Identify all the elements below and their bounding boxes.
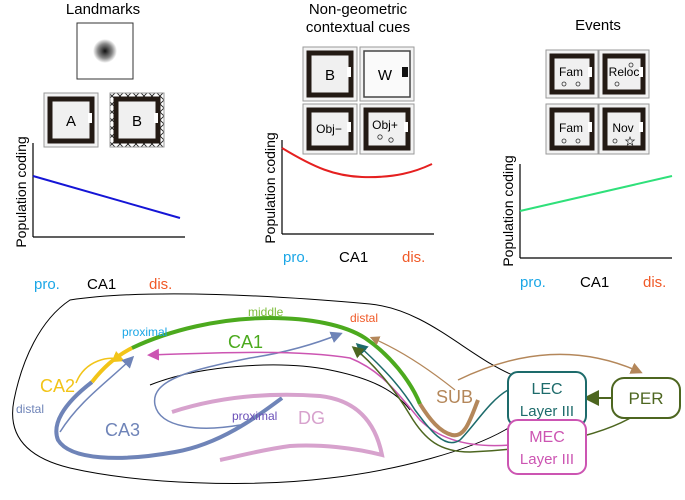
arena-b-black: B — [302, 46, 358, 102]
events-x-dis: dis. — [643, 274, 666, 291]
arena-nov: Nov — [598, 103, 650, 155]
arena-fam-2: Fam — [545, 103, 599, 155]
sub-to-ca1-arrow — [369, 336, 456, 391]
object-marker — [377, 134, 383, 140]
events-axes — [519, 164, 672, 259]
ca1-proximal-label: proximal — [122, 325, 167, 339]
arena-b: B — [109, 92, 165, 148]
contextual-x-pro: pro. — [283, 249, 309, 266]
panel-events-title: Events — [575, 17, 621, 34]
sub-to-per-arrow — [457, 353, 643, 381]
mec-label: MEC — [529, 429, 565, 446]
panel-landmarks: Landmarks A B Population coding pro. CA1… — [13, 1, 185, 293]
panel-contextual: Non-geometric contextual cues B W Obj− O… — [262, 1, 434, 266]
dg-layer — [171, 392, 385, 462]
sub-layer — [418, 399, 480, 438]
ca3-layer — [54, 380, 284, 460]
contextual-axes — [281, 140, 434, 235]
star-icon — [624, 136, 636, 146]
landmarks-axes — [32, 143, 185, 238]
arena-a-label: A — [66, 113, 76, 130]
per-to-ca1-arrow — [351, 346, 641, 453]
hippocampus-diagram: CA1 proximal middle distal CA2 distal CA… — [12, 293, 681, 484]
arena-fam-2-label: Fam — [559, 121, 583, 135]
contextual-x-dis: dis. — [402, 249, 425, 266]
panel-landmarks-title: Landmarks — [66, 1, 140, 18]
lec-label: LEC — [531, 381, 562, 398]
events-x-ca1: CA1 — [580, 274, 609, 291]
landmarks-ylabel: Population coding — [13, 136, 29, 247]
landmarks-x-pro: pro. — [34, 276, 60, 293]
arena-a: A — [43, 92, 99, 148]
dg-boundary — [149, 364, 411, 411]
lec-box: LEC Layer III — [507, 371, 587, 427]
ca3-label: CA3 — [105, 420, 140, 440]
panel-contextual-title-1: Non-geometric — [309, 1, 408, 18]
landmarks-x-ca1: CA1 — [87, 276, 116, 293]
landmarks-series-line — [32, 175, 181, 219]
lec-layer-label: Layer III — [520, 403, 574, 420]
arena-reloc-label: Reloc — [609, 65, 640, 79]
contextual-ylabel: Population coding — [262, 132, 278, 243]
arena-w-white: W — [359, 46, 415, 102]
ca3-distal-label: distal — [16, 402, 44, 416]
per-label: PER — [629, 389, 664, 408]
ca1-label: CA1 — [228, 332, 263, 352]
ca3-to-ca1-proximal-arrow — [59, 355, 135, 433]
arena-w-label: W — [378, 67, 393, 84]
arena-obj-minus-label: Obj− — [316, 122, 342, 136]
arena-reloc: Reloc — [598, 49, 650, 99]
arena-nov-label: Nov — [612, 121, 633, 135]
lec-to-ca1-arrow — [355, 342, 509, 444]
arena-obj-plus: Obj+ — [359, 103, 415, 155]
arena-obj-plus-label: Obj+ — [372, 118, 398, 132]
sub-label: SUB — [436, 387, 473, 407]
events-ylabel: Population coding — [500, 155, 516, 266]
ca2-label: CA2 — [40, 376, 75, 396]
arena-obj-minus: Obj− — [302, 103, 358, 155]
panel-events: Events Fam Reloc Fam — [500, 17, 673, 291]
landmarks-x-dis: dis. — [149, 276, 172, 293]
landmark-cue-card — [76, 22, 134, 80]
dg-label: DG — [298, 408, 325, 428]
object-marker — [388, 137, 394, 143]
arena-b-label: B — [132, 113, 142, 130]
ca3-to-ca1-distal-arrow — [153, 331, 343, 429]
per-box: PER — [611, 377, 681, 419]
ca1-distal-label: distal — [350, 311, 378, 325]
arena-b-black-label: B — [325, 67, 335, 84]
contextual-series-line — [281, 147, 433, 179]
ca1-middle-label: middle — [248, 305, 284, 319]
ca2-to-ca1-arrow — [75, 351, 125, 384]
mec-to-ca1-arrow — [147, 348, 511, 447]
panel-contextual-title-2: contextual cues — [306, 19, 410, 36]
contextual-x-ca1: CA1 — [339, 249, 368, 266]
mec-box: MEC Layer III — [507, 419, 587, 475]
ca3-proximal-label: proximal — [232, 409, 277, 423]
events-series-line — [519, 175, 673, 212]
arena-fam-1: Fam — [545, 49, 599, 99]
arena-fam-1-label: Fam — [559, 65, 583, 79]
events-x-pro: pro. — [520, 274, 546, 291]
mec-layer-label: Layer III — [520, 451, 574, 468]
ca1-layer — [131, 315, 422, 405]
